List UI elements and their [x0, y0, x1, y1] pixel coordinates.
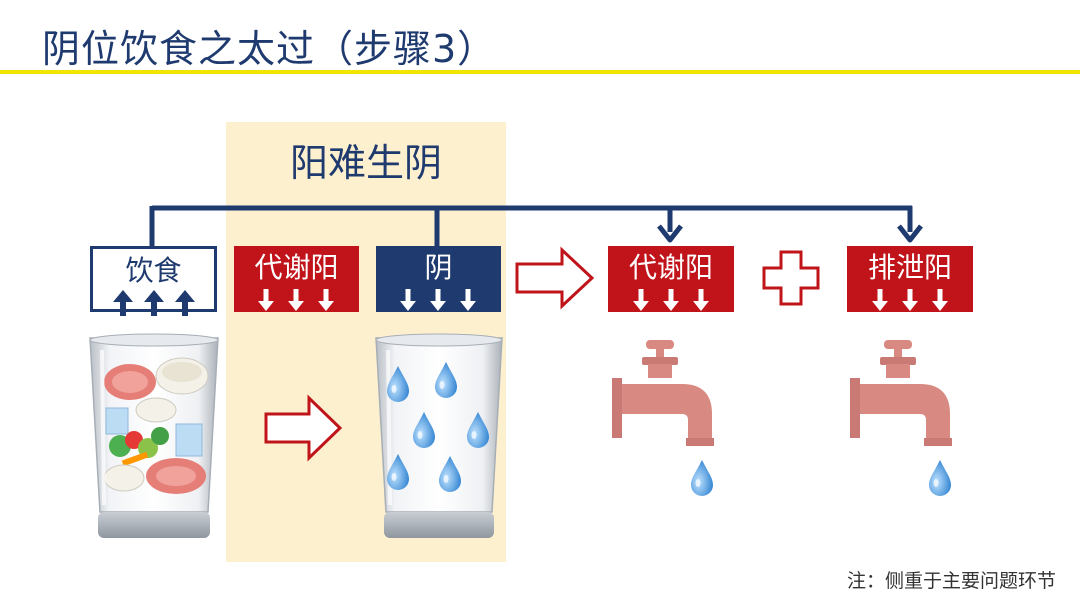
arrowhead-excretion — [897, 224, 923, 243]
metabolic-yang-box-2-label: 代谢阳 — [628, 251, 713, 284]
food-glass-icon — [89, 333, 219, 538]
title-underline — [0, 70, 1080, 74]
food-box: 饮食 — [90, 246, 217, 312]
water-glass-icon — [375, 333, 503, 538]
connector-lines — [149, 205, 913, 246]
panel-title: 阳难生阴 — [289, 141, 442, 185]
water-drop-icon — [691, 460, 713, 496]
faucet-icon — [612, 340, 714, 446]
arrowhead-metabolic — [657, 224, 683, 243]
footnote: 注：侧重于主要问题环节 — [846, 570, 1056, 592]
yin-box: 阴 — [376, 246, 501, 312]
arrow-right-outline-icon — [264, 394, 343, 462]
metabolic-yang-box: 代谢阳 — [234, 246, 359, 312]
yin-box-label: 阴 — [424, 251, 453, 284]
excretion-yang-box: 排泄阳 — [847, 246, 973, 312]
plus-outline-icon — [762, 250, 820, 306]
food-box-label: 饮食 — [125, 254, 182, 287]
slide-title: 阴位饮食之太过（步骤3） — [42, 27, 497, 71]
metabolic-yang-box-label: 代谢阳 — [254, 251, 339, 284]
excretion-yang-box-label: 排泄阳 — [867, 251, 952, 284]
water-drop-icon — [929, 460, 951, 496]
arrow-right-outline-icon — [515, 246, 595, 310]
faucet-icon — [850, 340, 952, 446]
metabolic-yang-box-2: 代谢阳 — [608, 246, 734, 312]
